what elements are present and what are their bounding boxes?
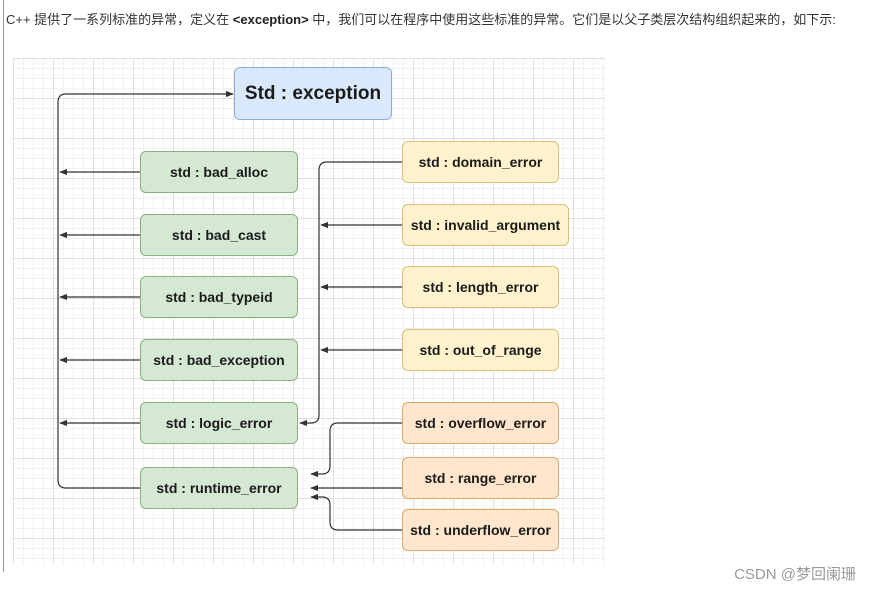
node-logic-error: std : logic_error [140,402,298,444]
left-border-rule [3,0,4,572]
node-bad-typeid: std : bad_typeid [140,276,298,318]
node-bad-cast: std : bad_cast [140,214,298,256]
logic-trunk-line [299,161,402,427]
node-bad-alloc: std : bad_alloc [140,151,298,193]
csdn-watermark: CSDN @梦回阑珊 [734,566,856,583]
node-underflow-error: std : underflow_error [402,509,559,551]
arrow-underflow-error [310,493,402,531]
intro-paragraph: C++ 提供了一系列标准的异常，定义在 <exception> 中，我们可以在程… [6,6,861,33]
node-length-error: std : length_error [402,266,559,308]
node-out-of-range: std : out_of_range [402,329,559,371]
trunk-line [57,90,234,489]
exception-header-name: <exception> [232,12,309,27]
node-overflow-error: std : overflow_error [402,402,559,444]
arrow-overflow-error [310,422,402,478]
node-runtime-error: std : runtime_error [140,467,298,509]
node-bad-exception: std : bad_exception [140,339,298,381]
node-range-error: std : range_error [402,457,559,499]
intro-text-end: 中，我们可以在程序中使用这些标准的异常。它们是以父子类层次结构组织起来的，如下示… [308,12,836,27]
node-invalid-argument: std : invalid_argument [402,204,569,246]
node-domain-error: std : domain_error [402,141,559,183]
intro-text-start: C++ 提供了一系列标准的异常，定义在 [6,12,233,27]
node-std-exception: Std : exception [234,67,392,120]
